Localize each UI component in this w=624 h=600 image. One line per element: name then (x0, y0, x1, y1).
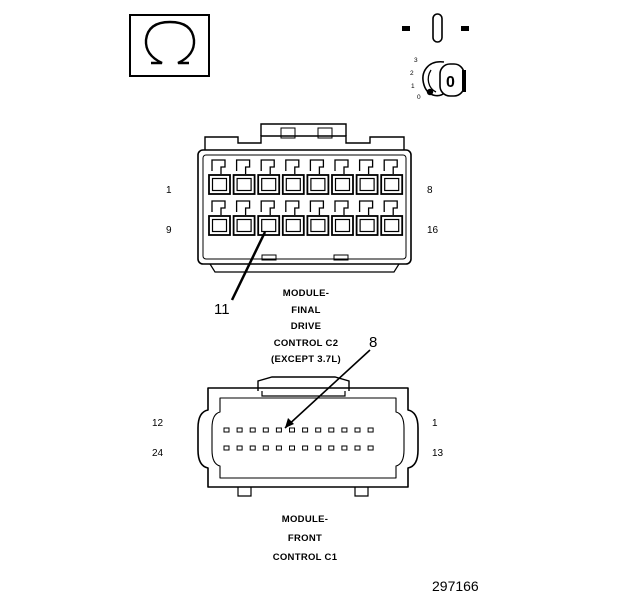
c1-callout-number: 8 (369, 334, 377, 351)
c2-terminal-cavity (380, 200, 404, 236)
c2-terminal-cavity (331, 159, 354, 195)
c1-terminal-pin (249, 445, 256, 451)
key-position-0: 0 (417, 94, 421, 101)
c1-terminal-pin (223, 445, 230, 451)
c1-terminal-pin (289, 427, 295, 433)
c2-terminal-cavity (355, 200, 379, 236)
c2-terminal-cavity (281, 200, 305, 236)
c2-terminal-cavity (257, 200, 281, 236)
c1-terminal-pin (289, 445, 295, 451)
c1-terminal-pin (275, 427, 282, 433)
c1-terminal-pin (223, 427, 230, 433)
c1-terminal-pin (236, 427, 243, 433)
connector-c2 (197, 123, 412, 273)
c1-callout-arrowhead (285, 418, 294, 428)
c1-caption-line: CONTROL C1 (273, 552, 338, 563)
c1-terminal-pin (262, 445, 269, 451)
key-position-1: 1 (411, 83, 415, 90)
c1-terminal-pin (367, 427, 374, 433)
c1-terminal-pin (262, 427, 269, 433)
c1-terminal-pin (328, 445, 335, 451)
c1-pin-label-24: 24 (152, 448, 164, 459)
c2-terminal-cavity (306, 200, 330, 236)
c2-pin-label-8: 8 (427, 185, 433, 196)
c2-terminal-cavity (380, 159, 404, 195)
c2-terminal-cavity (331, 200, 354, 236)
c2-pin-label-9: 9 (166, 225, 172, 236)
c1-terminal-pin (315, 427, 322, 433)
c2-pin-label-1: 1 (166, 185, 172, 196)
ignition-off-icon (402, 13, 469, 43)
c1-caption: MODULE- FRONT CONTROL C1 (273, 514, 338, 563)
key-glyph: 0 (446, 74, 455, 91)
c2-caption-line: MODULE- (283, 288, 329, 299)
c2-terminal-cavity (208, 159, 231, 195)
c2-caption: MODULE- FINAL DRIVE CONTROL C2 (EXCEPT 3… (271, 288, 341, 365)
c1-caption-line: MODULE- (282, 514, 328, 525)
ignition-key-icon: 3 2 1 0 0 (410, 57, 466, 101)
c1-pin-label-13: 13 (432, 448, 444, 459)
c1-terminal-pin (236, 445, 243, 451)
c1-terminal-pin (367, 445, 374, 451)
c2-callout-leader (230, 231, 267, 301)
c1-terminal-pin (341, 427, 348, 433)
c2-terminal-cavity (355, 159, 379, 195)
c1-terminal-pin (275, 445, 282, 451)
c1-terminal-pin (249, 427, 256, 433)
c2-caption-line: (EXCEPT 3.7L) (271, 354, 341, 365)
c2-caption-line: DRIVE (291, 321, 322, 332)
c2-caption-line: CONTROL C2 (274, 338, 339, 349)
c2-caption-line: FINAL (291, 305, 320, 316)
c2-terminal-cavity (306, 159, 330, 195)
c1-terminal-pin (302, 445, 309, 451)
c2-callout-number: 11 (214, 301, 230, 318)
c2-terminal-cavity (208, 200, 231, 236)
c1-terminal-pin (354, 445, 361, 451)
c1-pin-label-12: 12 (152, 418, 164, 429)
c1-pin-label-1: 1 (432, 418, 438, 429)
key-position-3: 3 (414, 57, 418, 64)
c1-terminal-pin (302, 427, 309, 433)
connector-c1 (197, 376, 419, 497)
c1-terminal-pin (328, 427, 335, 433)
ohm-symbol-icon (129, 14, 210, 77)
c1-caption-line: FRONT (288, 533, 322, 544)
c1-terminal-pin (341, 445, 348, 451)
c2-terminal-cavity (232, 159, 256, 195)
c2-pin-label-16: 16 (427, 225, 439, 236)
c2-terminal-cavity (281, 159, 305, 195)
c1-terminal-pin (315, 445, 322, 451)
c2-terminal-cavity (232, 200, 256, 236)
figure-number: 297166 (432, 578, 479, 594)
c1-callout-leader (284, 349, 371, 429)
c2-terminal-cavity (257, 159, 281, 195)
c1-terminal-pin (354, 427, 361, 433)
key-position-2: 2 (410, 70, 414, 77)
